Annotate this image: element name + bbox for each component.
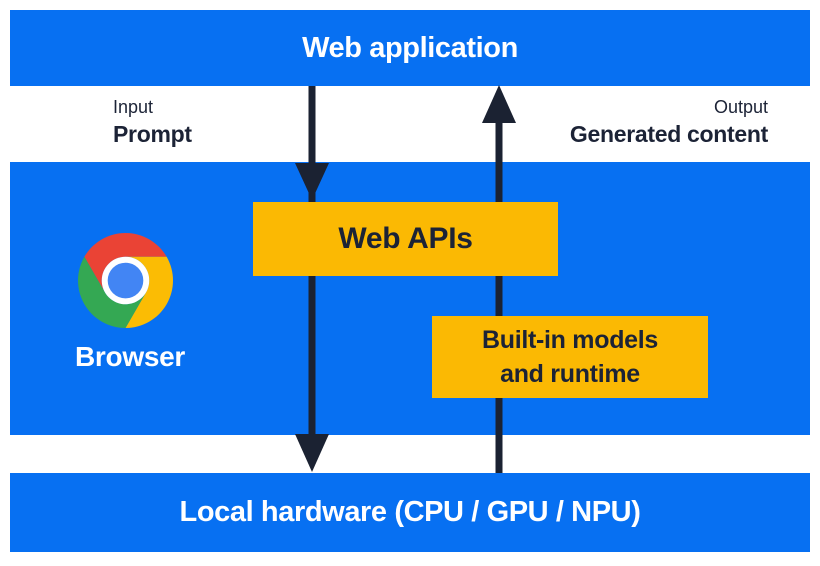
chrome-icon bbox=[78, 233, 173, 328]
output-value-generated-content: Generated content bbox=[569, 121, 768, 147]
web-apis-node: Web APIs bbox=[253, 202, 558, 276]
output-label-group: Output Generated content bbox=[570, 94, 768, 149]
built-in-models-label-line1: Built-in models bbox=[481, 326, 659, 354]
web-application-label: Web application bbox=[302, 31, 518, 64]
web-apis-label: Web APIs bbox=[338, 222, 473, 255]
local-hardware-bar: Local hardware (CPU / GPU / NPU) bbox=[10, 473, 810, 552]
input-title: Input bbox=[113, 97, 154, 117]
built-in-models-label-line2: and runtime bbox=[500, 360, 640, 388]
web-application-bar: Web application bbox=[10, 10, 810, 86]
input-value-prompt: Prompt bbox=[113, 121, 192, 147]
output-title: Output bbox=[713, 97, 768, 117]
local-hardware-label: Local hardware (CPU / GPU / NPU) bbox=[179, 496, 641, 528]
browser-label: Browser bbox=[75, 341, 185, 372]
built-in-models-node: Built-in models and runtime bbox=[432, 316, 708, 398]
input-label-group: Input Prompt bbox=[113, 94, 192, 149]
